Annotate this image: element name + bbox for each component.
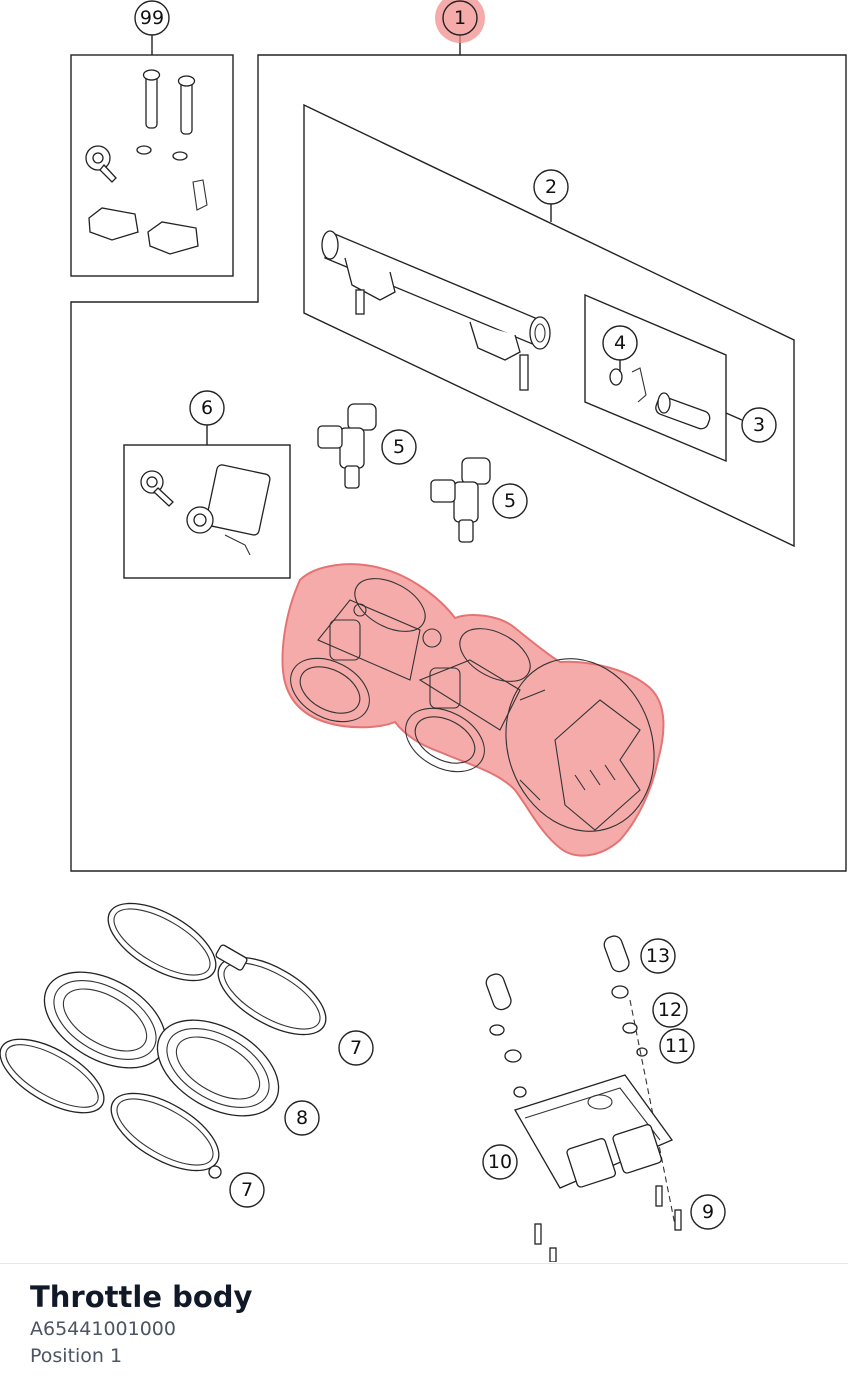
callout-7-upper[interactable]: 7 (338, 1030, 374, 1066)
callout-1-selected[interactable]: 1 (435, 0, 485, 43)
callout-7-lower-label: 7 (241, 1179, 253, 1201)
callout-1-label: 1 (454, 7, 466, 29)
callout-13[interactable]: 13 (640, 938, 676, 974)
callout-4-label: 4 (614, 332, 626, 354)
callout-2-label: 2 (545, 176, 557, 198)
callout-10-label: 10 (488, 1151, 512, 1173)
callout-6[interactable]: 6 (189, 390, 225, 426)
callout-8-label: 8 (296, 1107, 308, 1129)
callout-1-highlight (435, 0, 485, 43)
callout-11-label: 11 (665, 1035, 689, 1057)
callout-6-label: 6 (201, 397, 213, 419)
callout-8[interactable]: 8 (284, 1100, 320, 1136)
fitting-kit-frame (584, 293, 727, 463)
exploded-parts-diagram: 99 1 2 3 4 5 5 6 7 8 7 10 (0, 0, 847, 1262)
fuel-rail-frame (303, 103, 795, 548)
assembly-1-frame (70, 54, 847, 872)
throttle-body-drawing (290, 578, 655, 832)
callout-5-upper[interactable]: 5 (381, 429, 417, 465)
callout-4[interactable]: 4 (602, 325, 638, 361)
fitting-kit-parts (609, 367, 711, 430)
callout-99[interactable]: 99 (134, 0, 170, 36)
leader-lines (151, 35, 743, 445)
callout-5-lower-label: 5 (504, 490, 516, 512)
callout-5-lower[interactable]: 5 (492, 483, 528, 519)
ecu-parts (485, 935, 682, 1262)
part-title: Throttle body (30, 1280, 253, 1314)
callout-9[interactable]: 9 (690, 1194, 726, 1230)
part-position: Position 1 (30, 1345, 123, 1367)
callout-2[interactable]: 2 (533, 169, 569, 205)
part-number: A65441001000 (30, 1318, 176, 1340)
callout-9-label: 9 (702, 1201, 714, 1223)
callout-5-upper-label: 5 (393, 436, 405, 458)
part-info-panel: Throttle body A65441001000 Position 1 (0, 1263, 848, 1391)
callout-12-label: 12 (658, 999, 682, 1021)
hose-clamp-parts (0, 902, 327, 1179)
callout-10[interactable]: 10 (482, 1144, 518, 1180)
callout-3[interactable]: 3 (741, 407, 777, 443)
sensor-kit-parts (140, 464, 271, 556)
callout-11[interactable]: 11 (659, 1028, 695, 1064)
throttle-body-highlight[interactable] (281, 563, 665, 857)
injector-parts (317, 403, 491, 543)
fuel-rail-parts (321, 230, 551, 391)
callout-12[interactable]: 12 (652, 992, 688, 1028)
callout-3-label: 3 (753, 414, 765, 436)
callout-7-upper-label: 7 (350, 1037, 362, 1059)
callout-7-lower[interactable]: 7 (229, 1172, 265, 1208)
callout-99-label: 99 (140, 7, 164, 29)
kit-99-parts (85, 69, 208, 255)
callout-13-label: 13 (646, 945, 670, 967)
